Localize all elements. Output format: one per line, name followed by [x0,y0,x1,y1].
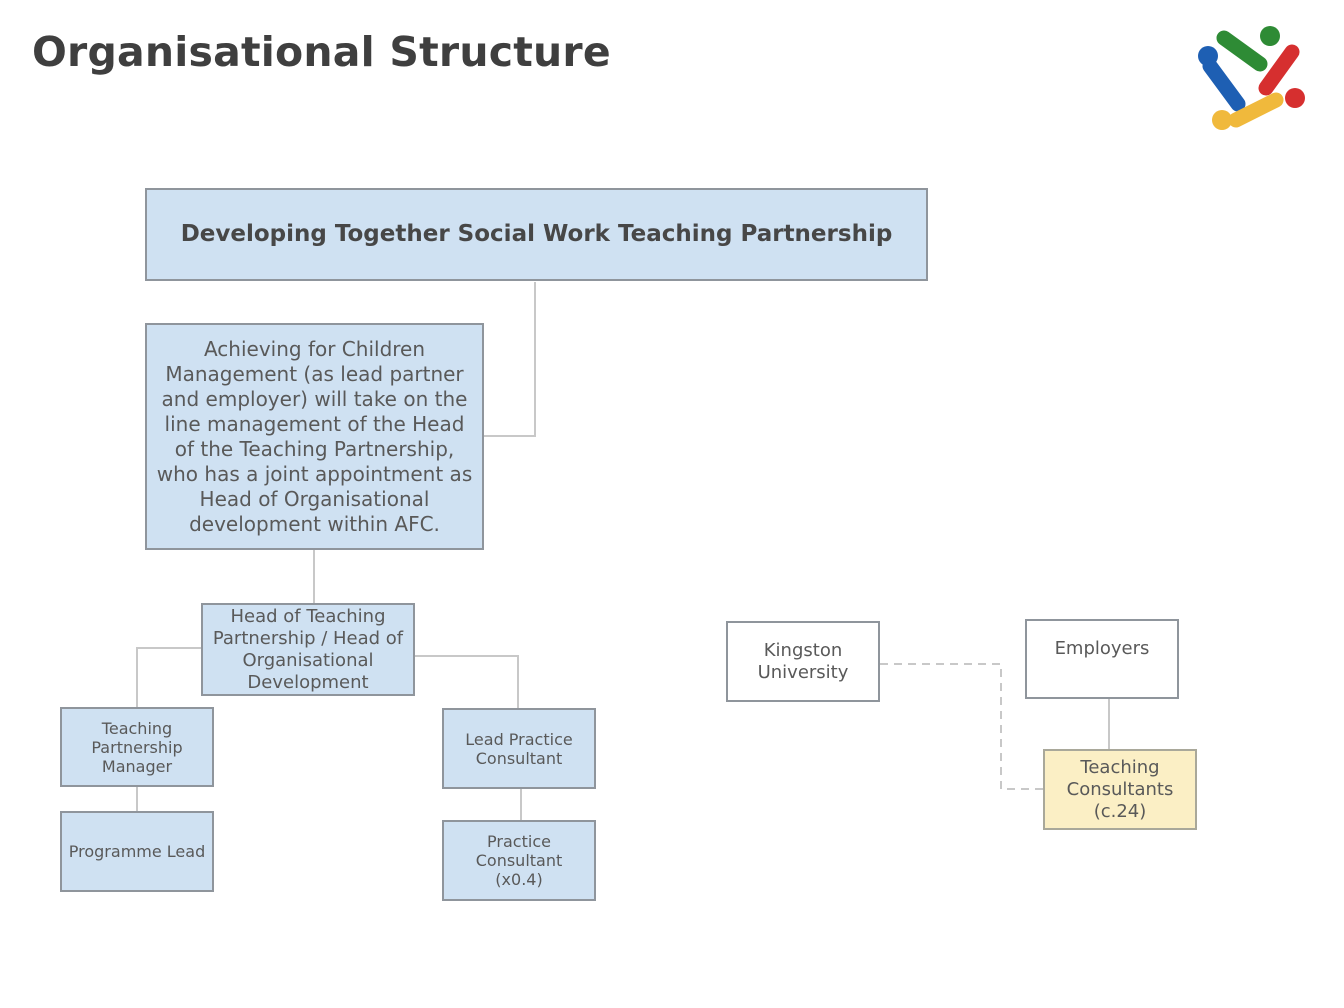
logo-red-stroke [1258,44,1300,96]
edge-head-to-tp-manager [136,647,202,708]
node-employers: Employers [1025,619,1179,699]
node-programme-lead-label: Programme Lead [68,842,206,861]
node-teaching-partnership-label: Developing Together Social Work Teaching… [180,220,893,247]
edge-root-to-afc [484,282,536,437]
node-teaching-consultants-label: Teaching Consultants (c.24) [1066,756,1174,822]
node-practice-consultant: Practice Consultant (x0.4) [442,820,596,901]
node-head-of-teaching-partnership: Head of Teaching Partnership / Head of O… [201,603,415,696]
edge-kingston-to-teaching-consultants [880,663,1043,790]
logo-blue-dot [1198,46,1218,66]
node-teaching-partnership: Developing Together Social Work Teaching… [145,188,928,281]
logo-yellow-stroke [1228,92,1284,128]
node-employers-label: Employers [1054,638,1150,659]
node-kingston-university: Kingston University [726,621,880,702]
node-teaching-partnership-manager-label: Teaching Partnership Manager [91,718,183,776]
node-head-of-teaching-partnership-label: Head of Teaching Partnership / Head of O… [212,605,404,693]
logo-blue-stroke [1202,58,1246,112]
logo-green-dot [1260,26,1280,46]
node-kingston-university-label: Kingston University [757,639,849,683]
edge-head-to-lead-pc [414,655,519,709]
node-afc-management: Achieving for Children Management (as le… [145,323,484,550]
node-teaching-consultants: Teaching Consultants (c.24) [1043,749,1197,830]
node-programme-lead: Programme Lead [60,811,214,892]
node-lead-practice-consultant: Lead Practice Consultant [442,708,596,789]
node-practice-consultant-label: Practice Consultant (x0.4) [475,832,563,889]
logo-green-stroke [1216,30,1268,72]
logo-yellow-dot [1212,110,1232,130]
node-teaching-partnership-manager: Teaching Partnership Manager [60,707,214,787]
node-afc-management-label: Achieving for Children Management (as le… [156,336,473,536]
page-title: Organisational Structure [32,28,611,76]
partnership-logo-icon [1198,26,1305,130]
logo-red-dot [1285,88,1305,108]
node-lead-practice-consultant-label: Lead Practice Consultant [465,729,573,768]
